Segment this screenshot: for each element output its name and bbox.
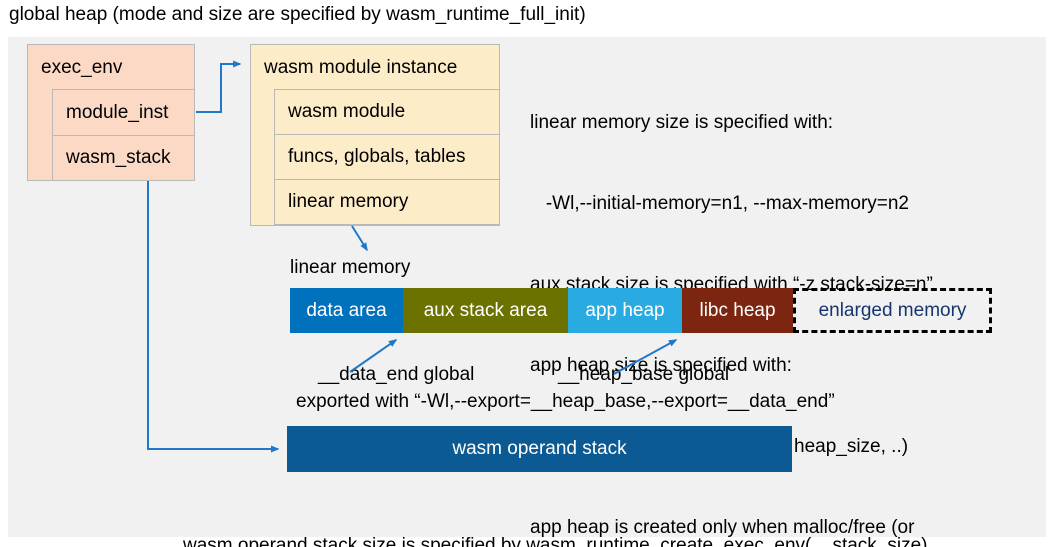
segment-enlarged-memory: enlarged memory [793,288,992,333]
linear-memory-label: linear memory [290,257,411,278]
module-instance-field-funcs-globals-tables: funcs, globals, tables [274,134,500,180]
module-instance-field-linear-memory: linear memory [274,179,500,225]
segment-app-heap: app heap [568,288,682,333]
exec-env-field-wasm-stack: wasm_stack [52,135,195,181]
note-line: app heap is created only when malloc/fre… [530,517,915,538]
segment-libc-heap: libc heap [682,288,793,333]
diagram-title: global heap (mode and size are specified… [9,4,586,25]
linear-memory-bar: data area aux stack area app heap libc h… [290,288,992,333]
footer-line: wasm operand stack size is specified by … [183,535,928,547]
segment-data-area: data area [290,288,403,333]
exec-env-title: exec_env [41,56,123,78]
module-instance-field-wasm-module: wasm module [274,89,500,135]
module-instance-title: wasm module instance [264,56,458,78]
exported-flags-label: exported with “-Wl,--export=__heap_base,… [296,391,835,412]
note-line: -Wl,--initial-memory=n1, --max-memory=n2 [530,193,909,214]
data-end-global-label: __data_end global [318,364,475,385]
operand-stack-notes: wasm operand stack size is specified by … [183,478,928,547]
note-line: linear memory size is specified with: [530,112,834,133]
heap-base-global-label: __heap_base global [558,364,730,385]
segment-aux-stack-area: aux stack area [403,288,568,333]
exec-env-field-module-inst: module_inst [52,89,195,136]
wasm-operand-stack-bar: wasm operand stack [287,426,792,472]
